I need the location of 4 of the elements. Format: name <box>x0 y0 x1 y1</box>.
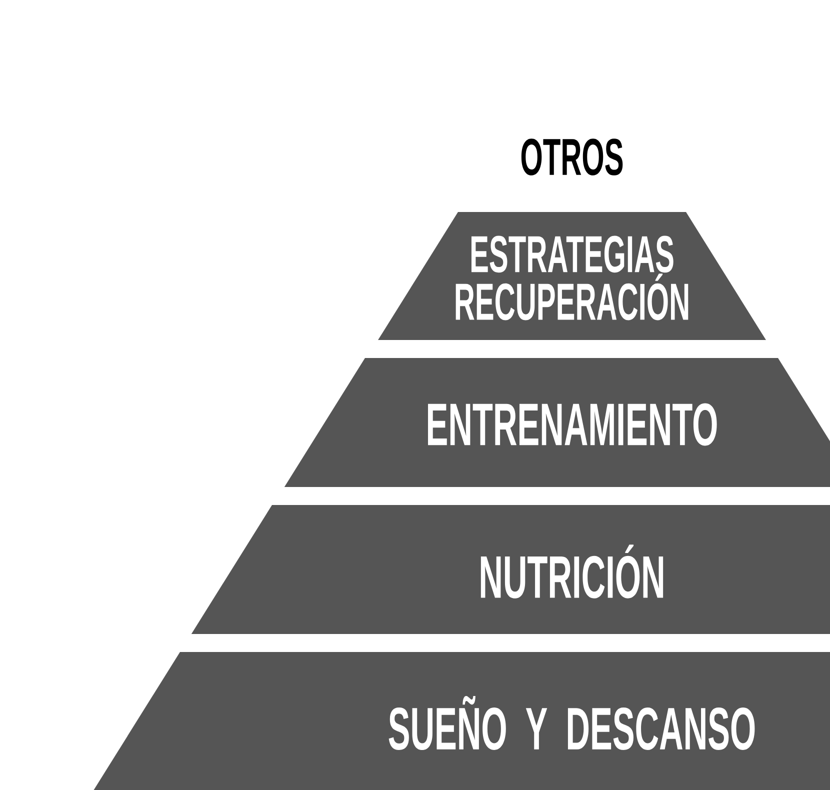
pyramid-level: ESTRATEGIAS RECUPERACIÓN <box>378 212 766 340</box>
pyramid-level: SUEÑO Y DESCANSO <box>94 652 830 790</box>
pyramid-level: ENTRENAMIENTO <box>284 358 830 487</box>
pyramid-level: NUTRICIÓN <box>191 505 830 634</box>
